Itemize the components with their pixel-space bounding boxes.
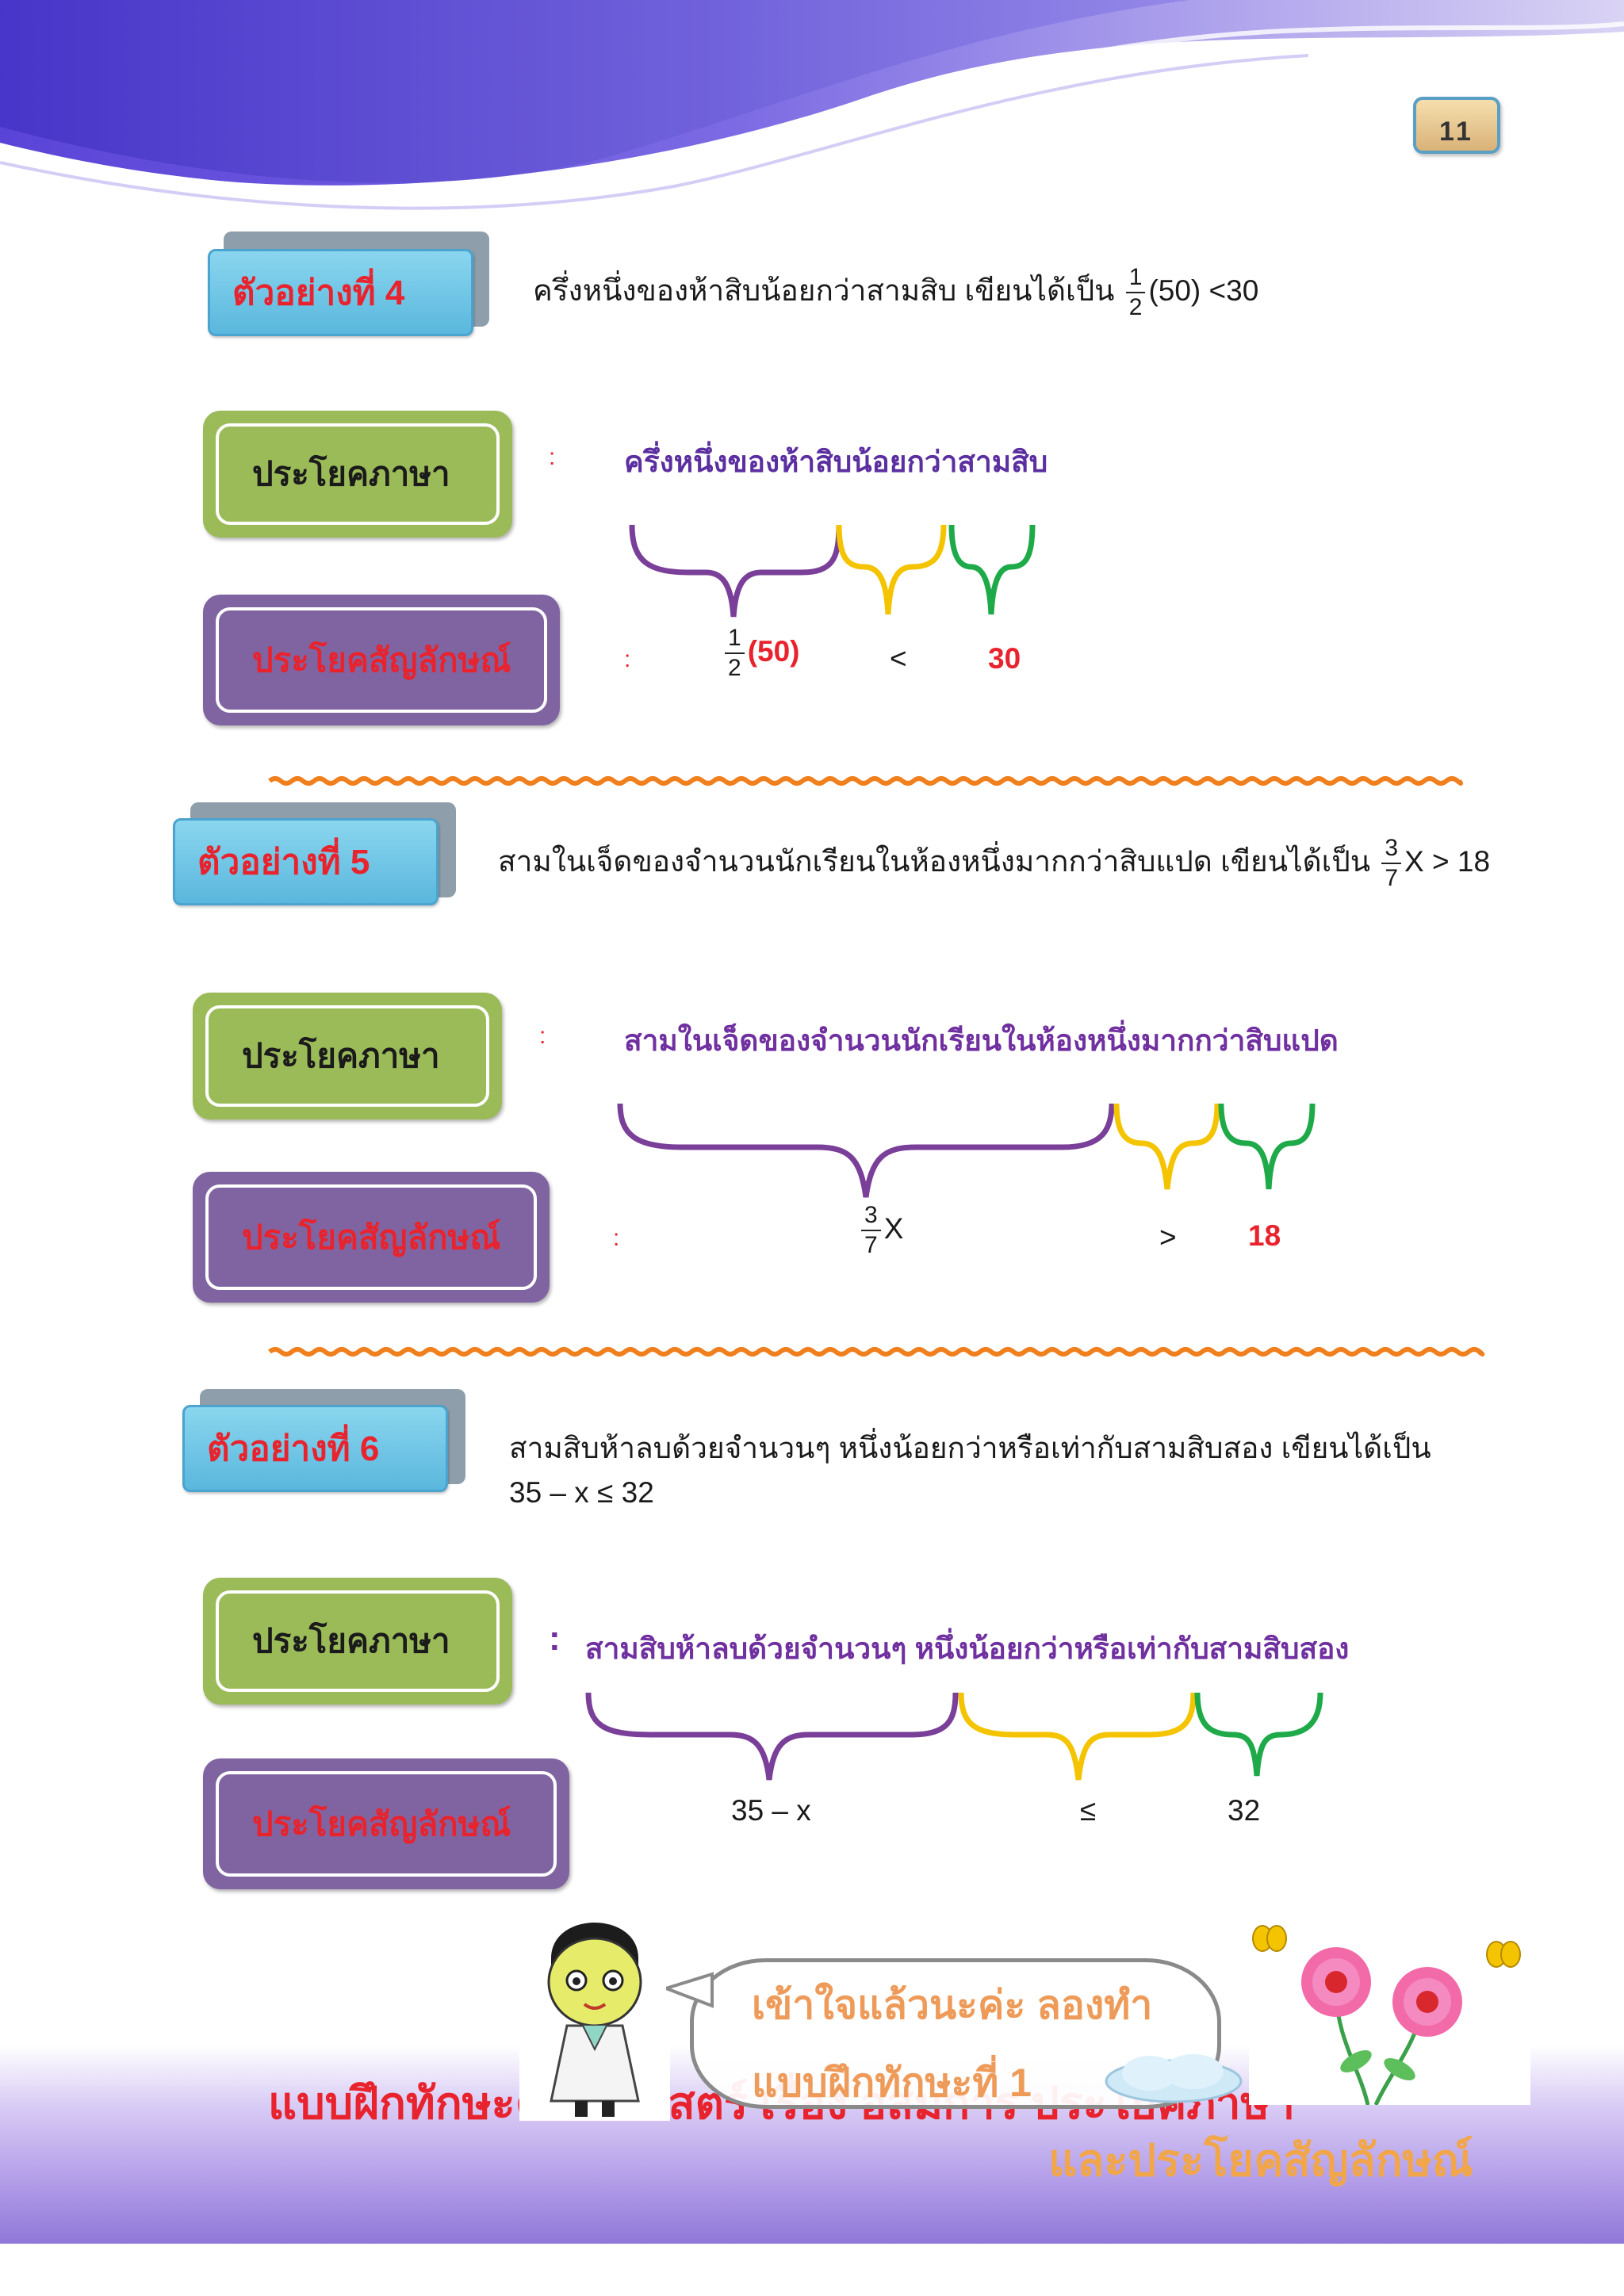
example-6-symbolic-label-text: ประโยคสัญลักษณ์ [216, 1771, 557, 1877]
example-4-symbolic-label: ประโยคสัญลักษณ์ [203, 595, 560, 725]
example-4-statement: ครึ่งหนึ่งของห้าสิบน้อยกว่าสามสิบ เขียนไ… [533, 266, 1258, 320]
example-4-language-sentence: ครึ่งหนึ่งของห้าสิบน้อยกว่าสามสิบ [624, 446, 1048, 478]
example-5-statement: สามในเจ็ดของจำนวนนักเรียนในห้องหนึ่งมากก… [498, 836, 1490, 890]
example-6-symbol-part1: 35 – x [731, 1794, 811, 1827]
example-4-language-label-text: ประโยคภาษา [216, 423, 500, 525]
example-4-title: ตัวอย่างที่ 4 [208, 249, 473, 336]
example-6-language-label-text: ประโยคภาษา [216, 1590, 500, 1692]
example-6-statement-line1: สามสิบห้าลบด้วยจำนวนๆ หนึ่งน้อยกว่าหรือเ… [509, 1432, 1431, 1464]
example-4-symbolic-label-text: ประโยคสัญลักษณ์ [216, 607, 547, 713]
fraction-numerator: 3 [861, 1203, 881, 1231]
fraction-numerator: 3 [1381, 836, 1402, 864]
header-wave-decoration [0, 0, 1624, 210]
example-6-language-colon: : [549, 1619, 561, 1658]
example-5-language-label-text: ประโยคภาษา [205, 1005, 489, 1107]
example-4-symbolic-colon: : [624, 646, 631, 672]
example-5-language-label: ประโยคภาษา [193, 993, 502, 1119]
fraction-denominator: 2 [728, 655, 741, 681]
example-6-symbol-part2: ≤ [1080, 1794, 1097, 1827]
example-6-statement-line2: 35 – x ≤ 32 [509, 1476, 654, 1509]
example-4-symbol-part2: < [890, 642, 907, 675]
example-5-symbol-part2: > [1159, 1221, 1177, 1253]
example-4-language-label: ประโยคภาษา [203, 411, 512, 538]
example-5-language-colon: : [539, 1023, 546, 1049]
page-number: 11 [1413, 97, 1500, 154]
example-5-statement-text: สามในเจ็ดของจำนวนนักเรียนในห้องหนึ่งมากก… [498, 844, 1371, 878]
teacher-character-illustration [519, 1903, 670, 2121]
example-6-title: ตัวอย่างที่ 6 [182, 1405, 448, 1492]
example-5-symbol-part1: X [883, 1211, 904, 1245]
example-4-language-colon: : [549, 444, 556, 470]
example-5-symbol-part3: 18 [1248, 1219, 1281, 1252]
fraction-denominator: 7 [1385, 865, 1399, 891]
exercise-title-line2: และประโยคสัญลักษณ์ [1048, 2135, 1473, 2185]
fraction-denominator: 2 [1128, 294, 1143, 320]
example-5-symbolic-colon: : [613, 1225, 620, 1251]
speech-bubble-line1: เข้าใจแล้วนะค่ะ ลองทำ [752, 1983, 1153, 2027]
example-6-language-sentence: สามสิบห้าลบด้วยจำนวนๆ หนึ่งน้อยกว่าหรือเ… [585, 1632, 1350, 1665]
example-5-statement-suffix: X > 18 [1404, 844, 1491, 878]
example-4-statement-suffix: (50) <30 [1148, 274, 1259, 307]
example-5-title: ตัวอย่างที่ 5 [173, 818, 439, 905]
example-4-statement-text: ครึ่งหนึ่งของห้าสิบน้อยกว่าสามสิบ เขียนไ… [533, 274, 1115, 307]
fraction-numerator: 1 [1125, 266, 1146, 293]
fraction-denominator: 7 [864, 1232, 878, 1258]
speech-bubble-tail [666, 1972, 714, 2008]
example-5-language-sentence: สามในเจ็ดของจำนวนนักเรียนในห้องหนึ่งมากก… [624, 1024, 1339, 1057]
example-4-symbol-part1: (50) [747, 634, 800, 668]
example-6-language-label: ประโยคภาษา [203, 1578, 512, 1705]
example-6-symbol-part3: 32 [1228, 1794, 1261, 1827]
example-4-symbol-part3: 30 [988, 642, 1021, 675]
speech-bubble-line2: แบบฝึกทักษะที่ 1 [752, 2061, 1032, 2105]
example-6-symbolic-label: ประโยคสัญลักษณ์ [203, 1758, 569, 1889]
flowers-illustration [1249, 1919, 1530, 2106]
example-5-symbolic-label: ประโยคสัญลักษณ์ [193, 1172, 550, 1303]
fraction-numerator: 1 [725, 626, 745, 654]
cloud-icon [1105, 2054, 1243, 2103]
example-5-symbolic-label-text: ประโยคสัญลักษณ์ [205, 1184, 537, 1290]
